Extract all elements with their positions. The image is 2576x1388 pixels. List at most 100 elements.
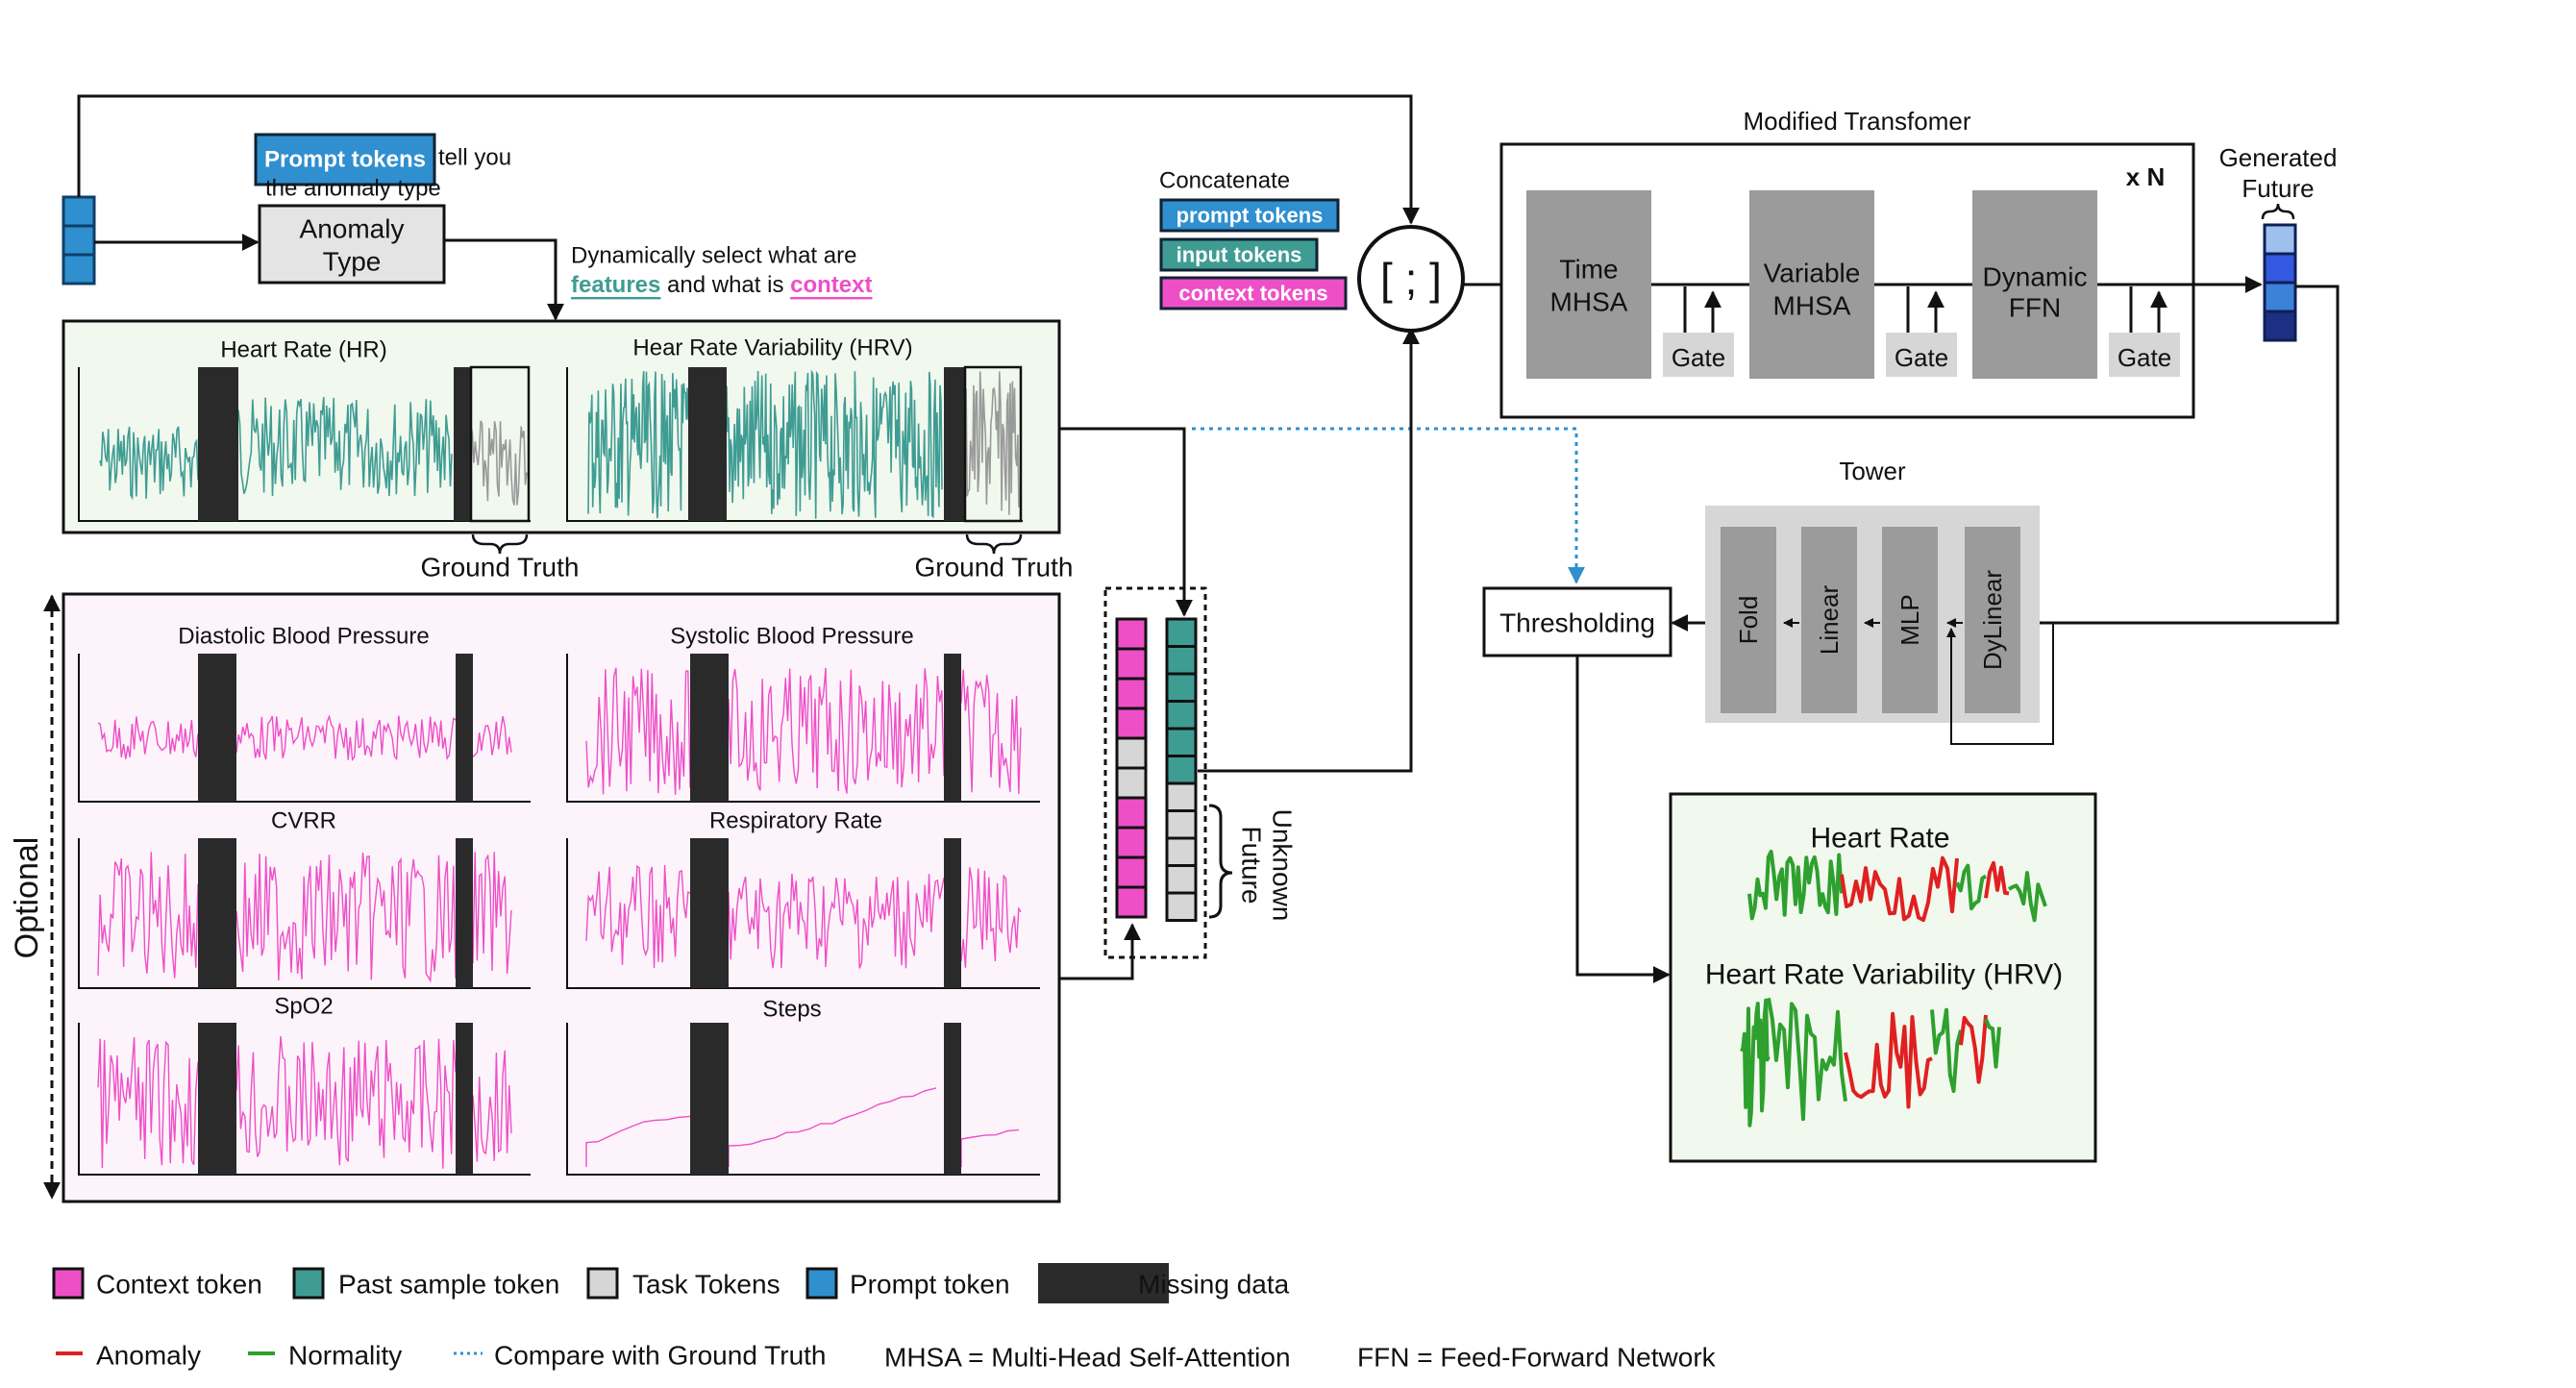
variable-mhsa-block (1749, 190, 1874, 379)
output-hr-normal-3 (2007, 871, 2047, 923)
prompt-note-line2: the anomaly type (265, 176, 441, 202)
dylinear-block (1965, 527, 2020, 713)
hr-ground-truth-label: Ground Truth (421, 553, 580, 582)
legend-mhsa-label: MHSA = Multi-Head Self-Attention (884, 1343, 1291, 1373)
input-column-token-2 (1165, 645, 1198, 676)
gate-1-label: Gate (1672, 343, 1725, 372)
unknown-future-line1: Unknown (1268, 809, 1298, 922)
legend: Context token Past sample token Task Tok… (52, 1263, 1717, 1373)
hr-chart-title: Heart Rate (HR) (220, 337, 386, 363)
hr-missing-1 (198, 367, 238, 521)
optional-chart-title-6: Steps (762, 997, 821, 1023)
linear-block (1801, 527, 1857, 713)
output-hr-anomaly-1 (1840, 855, 1959, 923)
legend-task-label: Task Tokens (632, 1270, 780, 1300)
optional-charts (78, 654, 1040, 1176)
features-to-tokens-arrow (1059, 427, 1193, 617)
context-column-token-4 (1115, 706, 1148, 740)
hrv-trace-1 (587, 370, 689, 519)
context-column-token-7 (1115, 796, 1148, 830)
optional-chart-title-3: CVRR (271, 808, 336, 834)
tower-skip-arrow (1946, 622, 2054, 745)
generated-token-stack (2263, 223, 2297, 342)
optional-chart-1-missing-2 (456, 654, 473, 802)
optional-chart-6-trace-2 (728, 1087, 937, 1167)
optional-chart-4-trace-2 (728, 873, 945, 969)
legend-context-swatch (52, 1267, 85, 1300)
generated-token-4 (2263, 310, 2297, 342)
variable-mhsa-line1: Variable (1764, 259, 1861, 288)
time-mhsa-block (1526, 190, 1651, 379)
optional-chart-4-missing-2 (944, 838, 961, 988)
hrv-chart-title: Hear Rate Variability (HRV) (632, 335, 912, 361)
gate-1 (1663, 286, 1734, 377)
optional-chart-2-missing-2 (944, 654, 961, 802)
prompt-to-concat-arrow (77, 94, 1420, 225)
input-column-token-3 (1165, 672, 1198, 703)
generated-line1: Generated (2219, 143, 2338, 172)
hr-truth-trace (470, 420, 528, 506)
optional-chart-5-trace-2 (235, 1036, 457, 1169)
optional-chart-title-1: Diastolic Blood Pressure (178, 624, 429, 650)
hr-trace-2 (237, 397, 453, 497)
input-column-token-11 (1165, 891, 1198, 922)
hr-missing-2 (454, 367, 471, 521)
thresholding-label: Thresholding (1499, 608, 1655, 638)
anomaly-type-line1: Anomaly (300, 214, 405, 244)
features-charts (78, 365, 1023, 523)
generated-brace (2261, 203, 2295, 220)
optional-chart-title-4: Respiratory Rate (709, 808, 882, 834)
unknown-future-brace (1208, 804, 1233, 919)
output-hr-anomaly-2 (1984, 860, 2010, 899)
optional-chart-title-2: Systolic Blood Pressure (670, 624, 913, 650)
context-column-token-9 (1115, 855, 1148, 889)
hrv-chart-axes (566, 367, 1023, 522)
optional-chart-2-trace-3 (960, 669, 1022, 795)
output-hrv-anomaly-1 (1844, 1011, 1933, 1109)
context-column-token-1 (1115, 617, 1148, 651)
select-note-line2: features and what is context (571, 272, 872, 298)
generated-token-3 (2263, 281, 2297, 313)
compare-ground-truth-arrow (1192, 427, 1585, 584)
legend-ffn-label: FFN = Feed-Forward Network (1357, 1343, 1717, 1373)
hr-ground-truth-brace (471, 533, 529, 555)
concat-operator-symbol: [ ; ] (1380, 254, 1442, 304)
transformer-repeat: x N (2126, 162, 2165, 191)
prompt-tokens-tag (254, 133, 436, 186)
legend-past-swatch (292, 1267, 325, 1300)
input-column-token-7 (1165, 781, 1198, 812)
optional-chart-1-axes (78, 654, 531, 803)
optional-chart-5-axes (78, 1023, 531, 1176)
optional-chart-1-trace-1 (97, 716, 199, 759)
dynamic-ffn-line1: Dynamic (1983, 262, 2088, 292)
legend-task-swatch (586, 1267, 619, 1300)
context-column-token-3 (1115, 677, 1148, 710)
context-column-token-10 (1115, 885, 1148, 919)
context-column-token-5 (1115, 736, 1148, 770)
concat-operator (1357, 225, 1465, 333)
hr-chart-axes (78, 367, 531, 522)
generated-to-tower-arrow (2020, 285, 2340, 632)
dynamic-ffn-block (1972, 190, 2097, 379)
optional-chart-4-missing-1 (690, 838, 729, 988)
output-hrv-normal-1 (1767, 998, 1847, 1122)
optional-chart-3-axes (78, 838, 531, 989)
dynamic-ffn-line2: FFN (2009, 293, 2061, 323)
context-column-token-2 (1115, 647, 1148, 681)
input-column-token-6 (1165, 755, 1198, 785)
concat-input-tag-label: input tokens (1177, 243, 1302, 267)
input-column-token-1 (1165, 617, 1198, 648)
legend-anomaly-label: Anomaly (96, 1341, 201, 1371)
output-panel (1669, 792, 2097, 1163)
optional-chart-1-trace-2 (235, 714, 457, 762)
context-column-token-6 (1115, 766, 1148, 800)
input-column-token-4 (1165, 700, 1198, 731)
hrv-missing-2 (944, 367, 965, 521)
optional-chart-5-trace-1 (97, 1036, 199, 1169)
optional-chart-5-missing-2 (456, 1023, 473, 1175)
input-column-token-5 (1165, 727, 1198, 757)
prompt-note-line1: tell you (438, 145, 511, 171)
input-column-token-10 (1165, 864, 1198, 895)
optional-chart-4-axes (566, 838, 1040, 989)
